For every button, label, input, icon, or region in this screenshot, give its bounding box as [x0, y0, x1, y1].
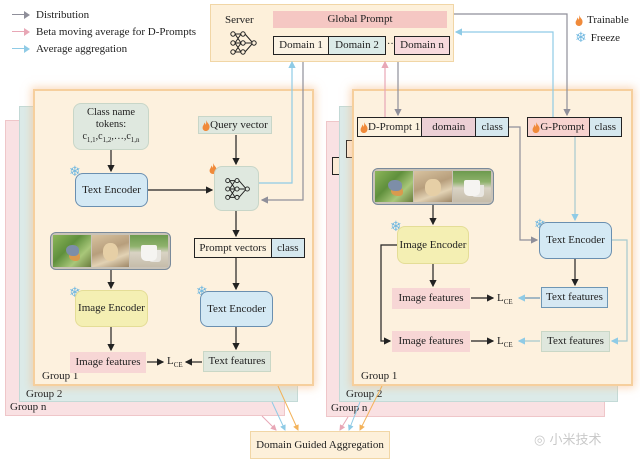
d-prompt-label: D-Prompt 1 [368, 120, 421, 133]
icon-legend: Trainable ❄ Freeze [575, 12, 629, 46]
mug-image [453, 171, 491, 202]
legend-trainable: Trainable [575, 12, 629, 28]
image-features-left: Image features [70, 352, 146, 373]
blue-arrow-icon [12, 44, 30, 53]
stacked-prompt-stub [346, 140, 354, 158]
attention-network-box [214, 166, 259, 211]
loss-symbol: L [497, 335, 504, 347]
g-prompt-row[interactable]: G-Prompt class [527, 117, 622, 137]
snowflake-icon: ❄ [390, 219, 402, 235]
mug-image [130, 235, 169, 267]
group-2-label: Group 2 [26, 387, 63, 400]
loss-subscript: CE [503, 298, 513, 307]
agg-feed-right-pink [339, 416, 349, 431]
legend-label: Beta moving average for D-Prompts [36, 25, 197, 38]
class-cell: class [589, 118, 621, 136]
domain-1-cell: Domain 1 [274, 37, 330, 54]
legend-label: Distribution [36, 8, 90, 21]
domain-guided-aggregation-box: Domain Guided Aggregation [250, 431, 390, 459]
text-features-right-2: Text features [541, 331, 610, 352]
bird-image [375, 171, 413, 202]
agg-feed-left-pink [261, 415, 277, 431]
server-label: Server [225, 14, 254, 26]
text-encoder-right: Text Encoder [539, 222, 612, 259]
query-vector-box: Query vector [198, 116, 272, 134]
class-cell: class [271, 239, 304, 257]
image-encoder-left: Image Encoder [75, 290, 148, 327]
loss-ce-right-2: LCE [497, 335, 513, 350]
g-prompt-cell: G-Prompt [528, 118, 590, 136]
domain-ellipsis: ··· [387, 39, 397, 50]
image-features-right-2: Image features [392, 331, 470, 352]
d-prompt-row[interactable]: D-Prompt 1 domain class [357, 117, 509, 137]
dog-image [414, 171, 452, 202]
neural-network-icon [225, 178, 250, 200]
gray-arrow-icon [12, 10, 30, 19]
group-1-label: Group 1 [42, 369, 79, 382]
domain-n-cell: Domain n [394, 36, 450, 55]
group-n-label: Group n [10, 400, 47, 413]
text-features-right-1: Text features [541, 287, 608, 308]
neural-network-icon [230, 31, 257, 55]
flame-icon [202, 119, 210, 131]
loss-subscript: CE [173, 361, 183, 370]
trainable-label: Trainable [587, 14, 629, 26]
text-encoder-top: Text Encoder [75, 173, 148, 207]
group-2-label: Group 2 [346, 387, 383, 400]
pink-arrow-icon [12, 27, 30, 36]
dog-image [91, 235, 130, 267]
loss-subscript: CE [503, 341, 513, 350]
domain-2-cell: Domain 2 [329, 37, 385, 54]
input-images-strip [50, 232, 171, 270]
flame-icon [360, 121, 368, 133]
input-images-strip [372, 168, 494, 205]
class-name-tokens-box: Class name tokens: c1,1,c1,2,…,c1,n [73, 103, 149, 150]
class-tokens-line3: c1,1,c1,2,…,c1,n [82, 131, 140, 145]
text-encoder-bottom: Text Encoder [200, 291, 273, 327]
legend-freeze: ❄ Freeze [575, 30, 629, 46]
legend-item-beta: Beta moving average for D-Prompts [12, 24, 196, 39]
query-vector-label: Query vector [210, 118, 268, 131]
freeze-label: Freeze [590, 32, 621, 44]
watermark: ◎ 小米技术 [534, 433, 602, 448]
bird-image [53, 235, 91, 267]
flame-icon [532, 121, 540, 133]
global-prompt-bar: Global Prompt [273, 11, 447, 28]
legend: Distribution Beta moving average for D-P… [12, 7, 196, 56]
prompt-vectors-cell: Prompt vectors [195, 239, 272, 257]
loss-ce-right-1: LCE [497, 292, 513, 307]
domain-cell: domain [422, 118, 477, 136]
prompt-vectors-row: Prompt vectors class [194, 238, 305, 258]
server-panel: Server Global Prompt Domain 1 Domain 2 ·… [210, 4, 454, 62]
text-features-left: Text features [203, 351, 271, 372]
legend-item-distribution: Distribution [12, 7, 196, 22]
legend-item-average: Average aggregation [12, 41, 196, 56]
image-features-right-1: Image features [392, 288, 470, 309]
snowflake-icon: ❄ [69, 164, 81, 180]
snowflake-icon: ❄ [575, 30, 587, 46]
class-cell: class [476, 118, 508, 136]
weibo-icon: ◎ [534, 433, 546, 448]
group-n-label: Group n [331, 401, 368, 414]
legend-label: Average aggregation [36, 42, 128, 55]
loss-ce-left: LCE [167, 355, 183, 370]
class-tokens-line1: Class name [86, 107, 136, 118]
d-prompt-cell: D-Prompt 1 [358, 118, 423, 136]
watermark-text: 小米技术 [549, 433, 602, 448]
snowflake-icon: ❄ [69, 285, 81, 301]
loss-symbol: L [167, 355, 174, 367]
g-prompt-label: G-Prompt [540, 120, 585, 133]
class-tokens-line2: tokens: [95, 119, 127, 131]
loss-symbol: L [497, 292, 504, 304]
domain-row: Domain 1 Domain 2 [273, 36, 386, 55]
image-encoder-right: Image Encoder [397, 226, 469, 264]
group-1-label: Group 1 [361, 369, 398, 382]
flame-icon [575, 14, 583, 26]
stacked-prompt-stub [332, 157, 340, 175]
